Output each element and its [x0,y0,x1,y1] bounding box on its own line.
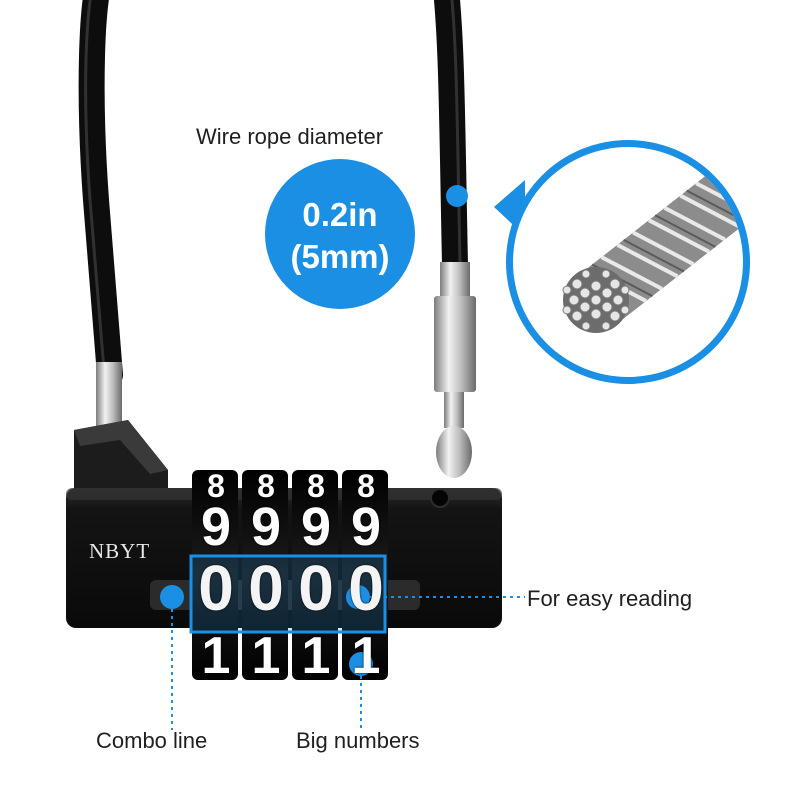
combo-line-dot [160,585,184,609]
dial-digit: 9 [350,497,382,557]
dial-digit: 8 [257,468,275,504]
wire-rope-diameter-label: Wire rope diameter [196,124,384,149]
dial-digit: 0 [198,552,234,624]
dial-digit: 1 [251,627,281,685]
right-steel-shackle [434,296,476,392]
dial-digit: 8 [207,468,225,504]
combo-line-label: Combo line [96,728,208,753]
dial-digit: 9 [250,497,282,557]
dial-digit: 0 [248,552,284,624]
dial-digit: 8 [357,468,375,504]
dial-digit: 1 [351,627,381,685]
left-steel-sleeve [96,362,122,432]
wire-cable [78,0,468,388]
brand-logo: NBYT [89,539,151,563]
big-numbers-label: Big numbers [296,728,420,753]
for-easy-reading-label: For easy reading [527,586,693,611]
dial-digit: 9 [200,497,232,557]
keyhole [430,488,450,508]
big-numbers-dot [349,652,373,676]
wire-marker-dot [446,185,468,207]
diameter-inch-value: 0.2in [302,196,378,233]
diameter-badge [265,159,415,309]
dial-digit: 1 [201,627,231,685]
dial-digit: 0 [348,552,384,624]
dial-digit: 1 [301,627,331,685]
dial-digit: 0 [298,552,334,624]
easy-reading-dot [346,585,370,609]
diameter-mm-value: (5mm) [290,238,390,275]
dial-digit: 9 [300,497,332,557]
dial-digit: 8 [307,468,325,504]
dial-wheels [192,470,388,680]
